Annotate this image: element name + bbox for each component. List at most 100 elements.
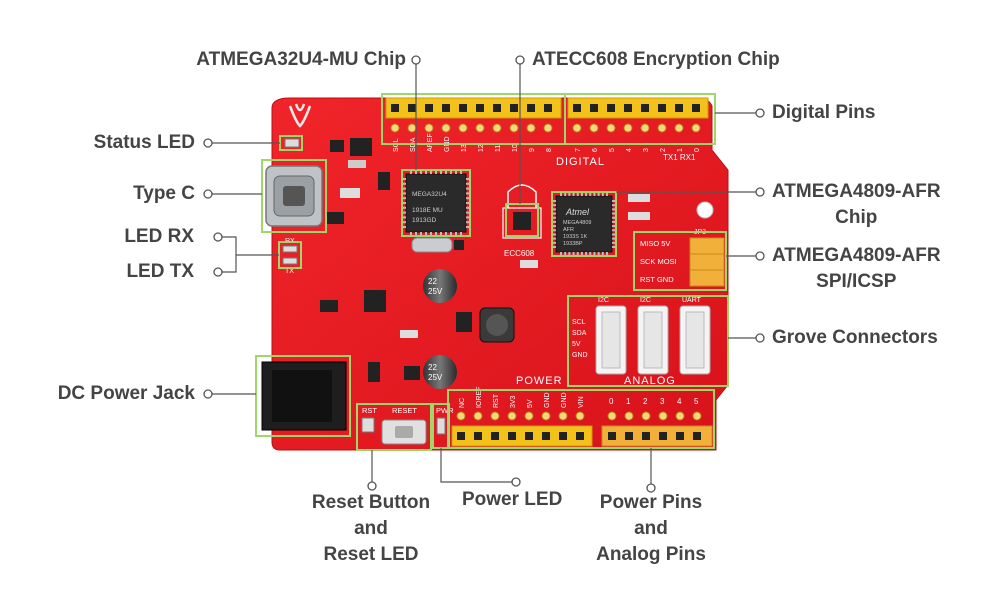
icsp-silk-1: MISO 5V: [640, 239, 670, 248]
highlight-boxes: [255, 93, 729, 451]
pin-label: 9: [529, 148, 536, 152]
seeed-logo: [288, 103, 312, 128]
pad: [424, 123, 434, 133]
grove-pin-label: SDA: [572, 330, 587, 337]
highlight-power-analog: [447, 389, 715, 449]
leader-lines: [212, 62, 756, 484]
header-hole: [693, 432, 701, 440]
header-hole: [625, 432, 633, 440]
component: [378, 172, 390, 190]
pad: [492, 123, 502, 133]
led-rx: [282, 245, 298, 253]
pad: [657, 123, 667, 133]
pin-label: 7: [575, 148, 582, 152]
pad: [441, 123, 451, 133]
label-digital-pins: Digital Pins: [772, 102, 876, 123]
header-hole: [459, 104, 467, 112]
pad: [526, 123, 536, 133]
chip1-text-1: MEGA32U4: [412, 191, 447, 198]
pad: [390, 123, 400, 133]
chip1-text-3: 1913GD: [412, 217, 437, 224]
header-hole: [559, 432, 567, 440]
pin-label: IOREF: [476, 387, 483, 408]
pad: [575, 411, 585, 421]
pin-label: 13: [461, 144, 468, 152]
pad: [543, 123, 553, 133]
label-atmega4809-chip-line1: ATMEGA4809-AFR: [772, 181, 941, 202]
atecc608-chip: [513, 212, 531, 230]
label-reset-line1: Reset Button: [311, 492, 431, 513]
component: [404, 366, 420, 380]
pad: [458, 123, 468, 133]
pin-label: 3V3: [510, 395, 517, 408]
pin-label: 12: [478, 144, 485, 152]
icsp-header: [689, 237, 725, 287]
label-atmega4809-spi-line2: SPI/ICSP: [816, 271, 897, 292]
header-hole: [457, 432, 465, 440]
chip2-text-2: MEGA4809: [563, 220, 591, 226]
icsp-silk-3: RST GND: [640, 275, 674, 284]
header-hole: [474, 432, 482, 440]
pin-label: 5V: [527, 399, 534, 408]
label-atmega32u4: ATMEGA32U4-MU Chip: [196, 49, 406, 70]
component: [348, 160, 366, 168]
pad: [691, 123, 701, 133]
analog-header: [601, 425, 713, 447]
pad: [475, 123, 485, 133]
grove-head-label: I2C: [640, 297, 651, 304]
pwr-silk: PWR: [436, 406, 454, 415]
pad: [641, 411, 651, 421]
pin-label: VIN: [578, 396, 585, 408]
header-hole: [476, 104, 484, 112]
component: [454, 240, 464, 250]
header-hole: [659, 432, 667, 440]
header-hole: [607, 104, 615, 112]
grove-head-label: UART: [682, 297, 702, 304]
pin-label: 3: [643, 148, 650, 152]
pin-label: 0: [609, 397, 614, 406]
pad: [623, 123, 633, 133]
pad: [558, 411, 568, 421]
header-hole: [576, 432, 584, 440]
chip2-text-4: 1933S 1K: [563, 234, 587, 240]
pad: [473, 411, 483, 421]
pad: [407, 123, 417, 133]
pin-label: 1: [677, 148, 684, 152]
label-power-led: Power LED: [462, 489, 563, 510]
label-power-analog: Power Pins and Analog Pins: [576, 490, 726, 568]
header-hole: [442, 104, 450, 112]
digital-silk: DIGITAL: [556, 156, 605, 168]
highlight-type-c: [261, 159, 327, 233]
pin-label: 10: [512, 144, 519, 152]
label-atmega4809-chip: ATMEGA4809-AFR Chip: [772, 179, 941, 231]
pin-label: 4: [626, 148, 633, 152]
txrx-label: TX1 RX1: [663, 153, 696, 162]
header-hole: [608, 432, 616, 440]
tx-silk: TX: [285, 268, 294, 275]
pin-label: 3: [660, 397, 665, 406]
header-hole: [573, 104, 581, 112]
pin-label: 2: [660, 148, 667, 152]
pin-label: 8: [546, 148, 553, 152]
pin-label: RST: [493, 393, 500, 408]
svg-text:22: 22: [428, 363, 437, 372]
led-tx: [282, 257, 298, 265]
header-hole: [676, 432, 684, 440]
pad: [541, 411, 551, 421]
digital-header-left: [385, 97, 562, 119]
chip2-text-1: Atmel: [565, 207, 590, 217]
pin-label: NC: [459, 398, 466, 408]
pin-label: AREF: [427, 133, 434, 152]
crystal: [411, 237, 453, 253]
reset-led: [361, 417, 375, 433]
label-atmega4809-spi: ATMEGA4809-AFR SPI/ICSP: [772, 243, 941, 295]
header-hole: [491, 432, 499, 440]
ecc-silkscreen: [507, 184, 537, 208]
highlight-icsp: [633, 231, 727, 291]
pad: [640, 123, 650, 133]
header-hole: [542, 432, 550, 440]
